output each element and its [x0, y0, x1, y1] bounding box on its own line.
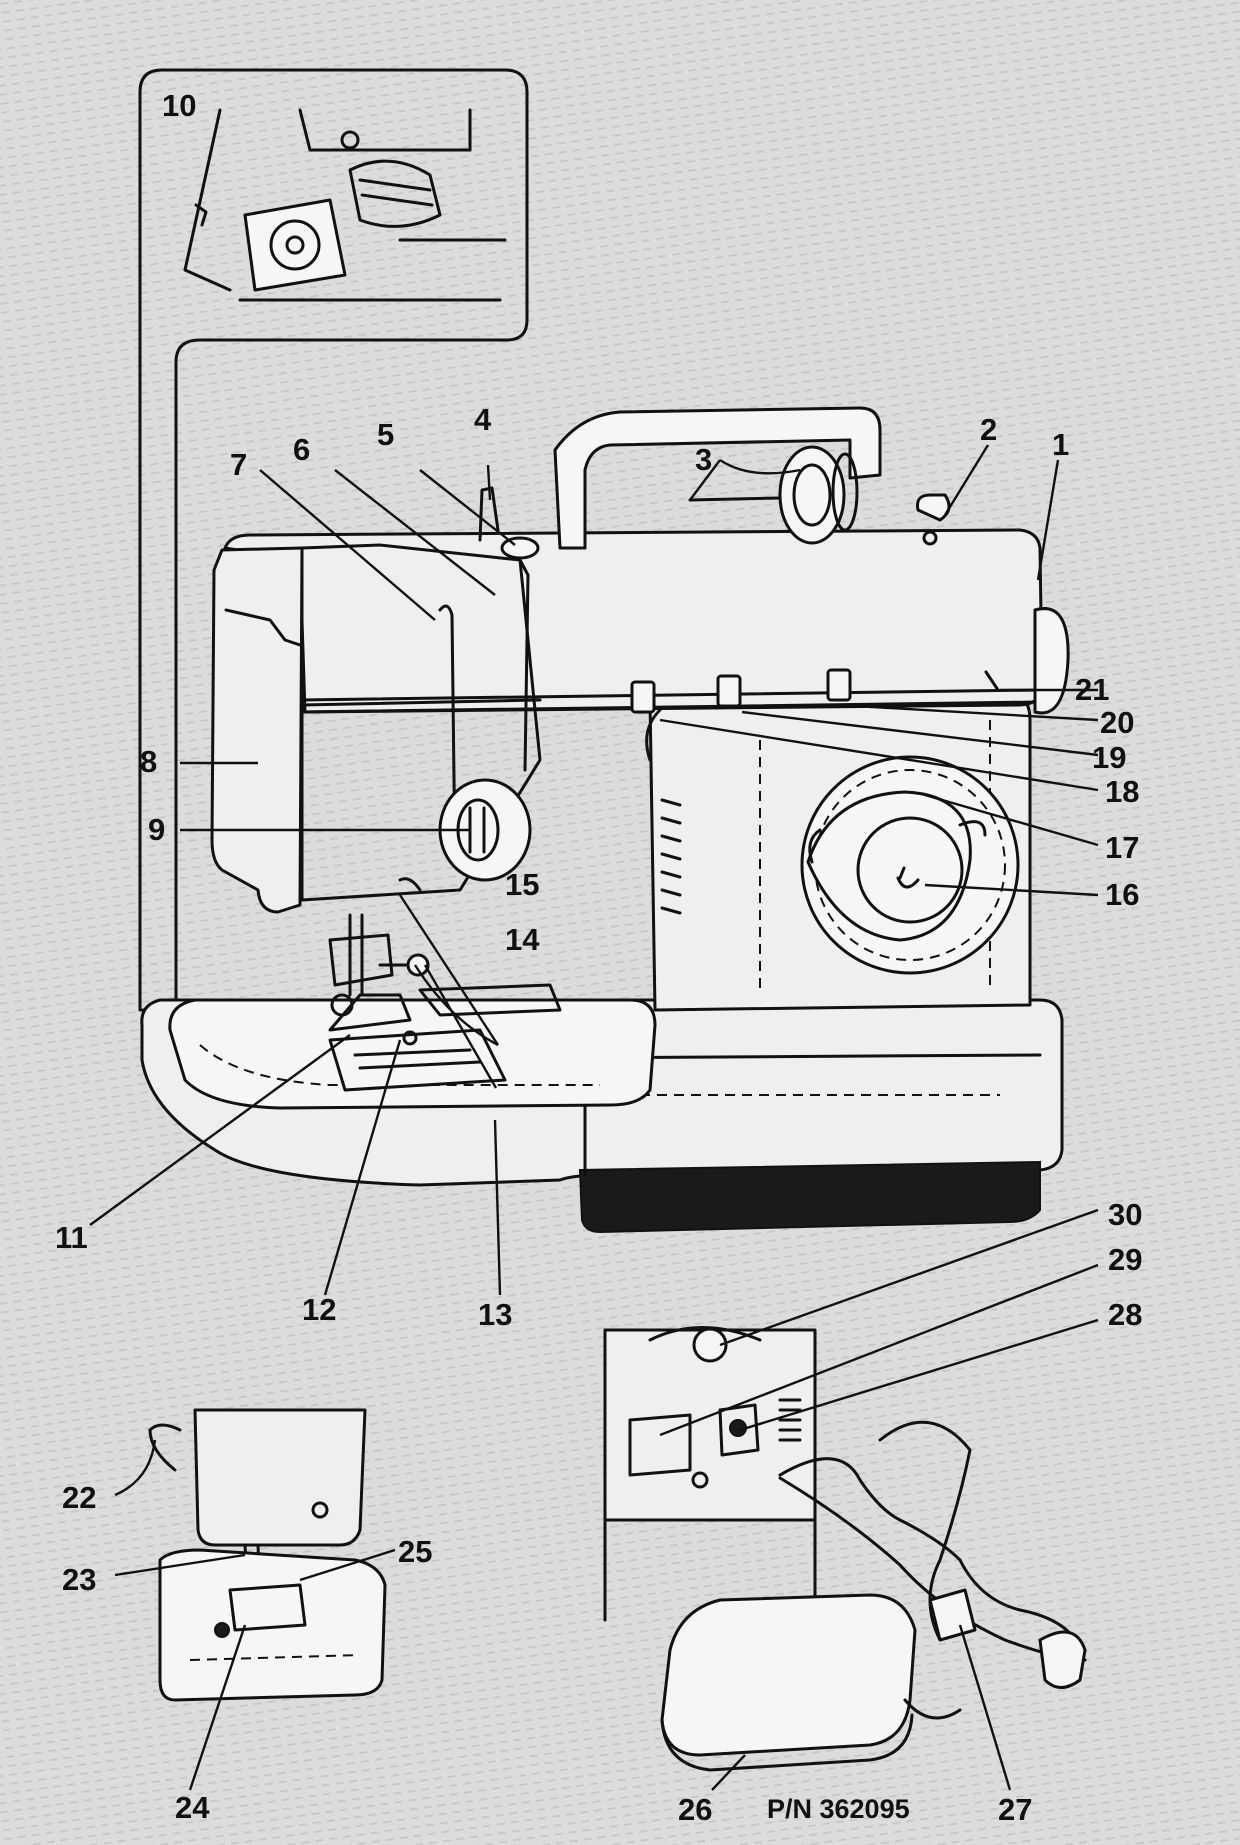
callout-17: 17 — [1105, 830, 1139, 865]
callout-23: 23 — [62, 1562, 96, 1597]
callout-25: 25 — [398, 1534, 432, 1569]
callout-12: 12 — [302, 1292, 336, 1327]
callout-14: 14 — [505, 922, 540, 957]
callout-19: 19 — [1092, 740, 1126, 775]
callout-18: 18 — [1105, 774, 1139, 809]
callout-30: 30 — [1108, 1197, 1142, 1232]
callout-1: 1 — [1052, 427, 1069, 462]
callout-29: 29 — [1108, 1242, 1142, 1277]
callout-16: 16 — [1105, 877, 1139, 912]
callout-13: 13 — [478, 1297, 512, 1332]
callout-6: 6 — [293, 432, 310, 467]
callout-20: 20 — [1100, 705, 1134, 740]
foot-controller — [662, 1595, 915, 1755]
callout-4: 4 — [474, 402, 492, 437]
pretension-disc — [502, 538, 538, 558]
callout-11: 11 — [55, 1220, 88, 1255]
callout-15: 15 — [505, 867, 539, 902]
callout-27: 27 — [998, 1792, 1032, 1827]
part-number: P/N 362095 — [767, 1794, 910, 1824]
callout-8: 8 — [140, 744, 157, 779]
callout-28: 28 — [1108, 1297, 1142, 1332]
callout-3: 3 — [695, 442, 712, 477]
callout-26: 26 — [678, 1792, 712, 1827]
base-foot — [580, 1162, 1040, 1232]
callout-7: 7 — [230, 447, 247, 482]
machine-head — [212, 548, 302, 912]
stitch-selector-dial — [802, 757, 1018, 973]
callout-2: 2 — [980, 412, 997, 447]
callout-21: 21 — [1075, 672, 1109, 707]
callout-24: 24 — [175, 1790, 210, 1825]
callout-9: 9 — [148, 812, 165, 847]
callout-5: 5 — [377, 417, 394, 452]
callout-10: 10 — [162, 88, 196, 123]
callout-22: 22 — [62, 1480, 96, 1515]
